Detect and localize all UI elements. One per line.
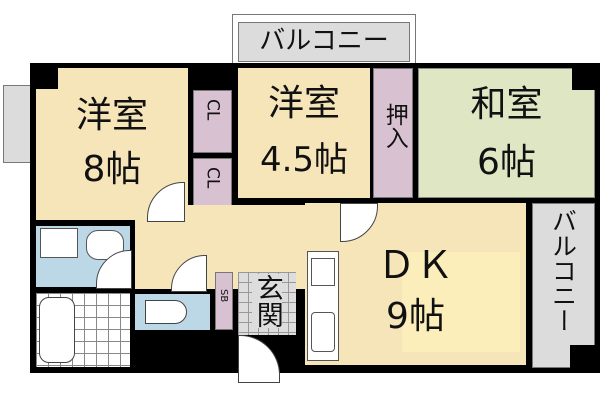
- watermark-logo: [402, 252, 520, 352]
- kitchen-counter: [307, 251, 339, 361]
- room-size: 9帖: [386, 296, 445, 337]
- wall-gap: [0, 368, 30, 378]
- room-size: 6帖: [477, 142, 536, 183]
- bathtub-icon: [39, 297, 75, 363]
- pillar: [570, 345, 600, 370]
- closet-label: CL: [202, 167, 223, 189]
- room-name: 和室: [470, 84, 543, 125]
- stove-icon: [311, 258, 335, 286]
- entrance-label: 玄関: [251, 274, 283, 328]
- bathroom: [36, 293, 130, 367]
- toilet-room: [135, 294, 210, 330]
- pillar: [30, 63, 58, 89]
- shoe-box: SB: [215, 272, 233, 330]
- shoe-box-label: SB: [218, 289, 229, 303]
- washer-space: [40, 228, 78, 258]
- closet-label: CL: [202, 99, 223, 121]
- closet-1: CL: [193, 90, 232, 153]
- toilet-icon: [145, 300, 187, 324]
- room-japanese-6: 和室 6帖: [418, 68, 595, 198]
- kitchen-sink-icon: [311, 312, 335, 352]
- room-western-4-5: 洋室 4.5帖: [238, 68, 370, 198]
- pillar: [572, 63, 600, 90]
- balcony-top-label: バルコニー: [259, 26, 389, 56]
- window-bay: [3, 85, 31, 163]
- room-name: ＤＫ: [377, 243, 454, 287]
- oshiire: 押入: [373, 68, 413, 198]
- room-size: 8帖: [82, 149, 142, 190]
- oshiire-label: 押入: [381, 103, 408, 149]
- balcony-right-label: バルコニー: [548, 208, 578, 333]
- room-name: 洋室: [75, 95, 148, 136]
- entrance: 玄関: [238, 272, 296, 335]
- balcony-right: バルコニー: [532, 203, 595, 368]
- balcony-top: バルコニー: [238, 22, 410, 62]
- dining-kitchen: ＤＫ 9帖: [305, 203, 526, 365]
- room-western-8: 洋室 8帖: [36, 68, 188, 220]
- room-name: 洋室: [267, 83, 340, 124]
- room-size: 4.5帖: [259, 140, 349, 180]
